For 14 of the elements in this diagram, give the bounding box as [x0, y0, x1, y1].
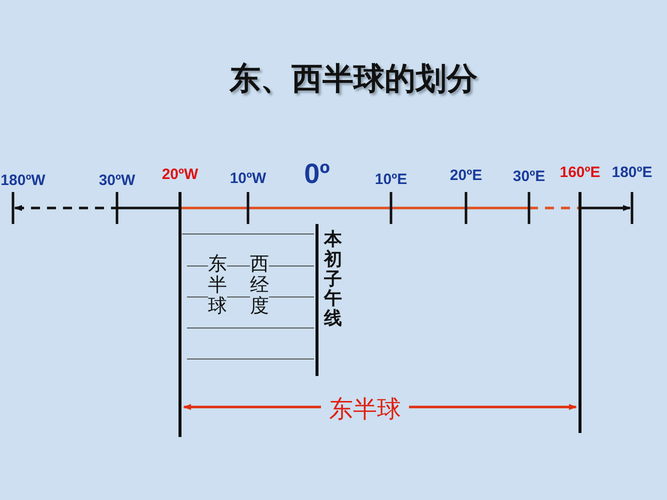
tick-label: 10ºW: [230, 170, 266, 187]
tick-label: 0º: [304, 158, 330, 190]
tick-label: 20ºE: [450, 167, 482, 184]
tick-label: 30ºE: [512, 168, 546, 185]
vertical-label: 东半球: [208, 254, 227, 317]
tick-label: 30ºW: [98, 172, 136, 189]
tick-label: 10ºE: [374, 171, 408, 188]
tick-label: 20ºW: [162, 166, 198, 183]
meridian-label: 本初子午线: [324, 230, 342, 329]
tick-label: 180ºW: [0, 172, 46, 189]
tick-label: 160ºE: [560, 164, 600, 181]
title: 东、西半球的划分: [228, 60, 478, 99]
tick-label: 180ºE: [612, 164, 652, 181]
vertical-label: 西经度: [250, 254, 269, 317]
